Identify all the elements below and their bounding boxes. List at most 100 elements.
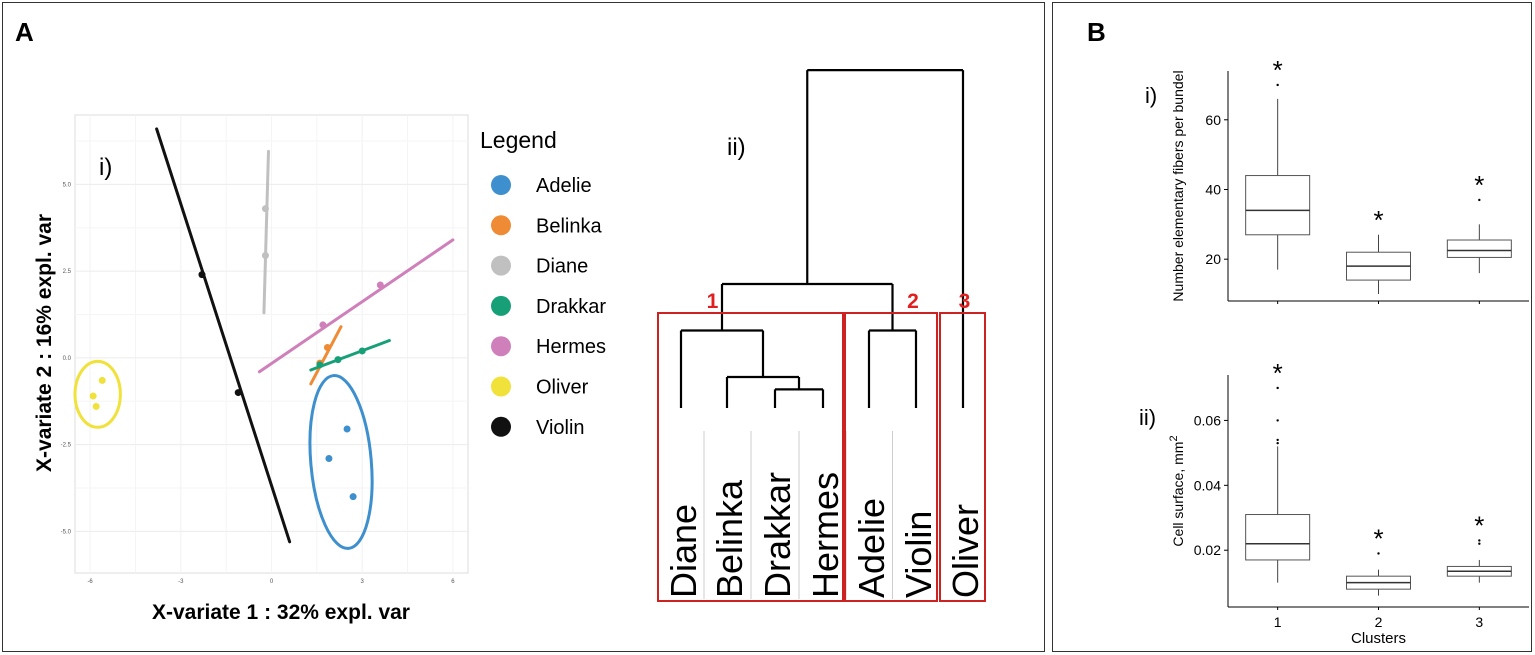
significance-star: * xyxy=(1474,510,1484,540)
legend-label-adelie: Adelie xyxy=(536,175,592,197)
legend-label-hermes: Hermes xyxy=(536,336,606,358)
violin-point xyxy=(198,271,206,279)
drakkar-point xyxy=(316,361,324,369)
legend-swatch-drakkar xyxy=(491,295,511,316)
box-iqr-cluster-1 xyxy=(1245,175,1311,236)
belinka-point xyxy=(323,343,331,351)
y-tick-label: 5.0 xyxy=(63,182,72,188)
legend-label-diane: Diane xyxy=(536,256,588,278)
scatter-points xyxy=(89,205,384,501)
y-tick-label: 0.06 xyxy=(1194,412,1221,428)
adelie-point xyxy=(349,493,357,501)
x-tick-label: -6 xyxy=(87,579,93,585)
dendrogram-cluster-boxes: 1 2 3 xyxy=(657,290,986,602)
leaf-label-drakkar: Drakkar xyxy=(757,472,798,598)
y-tick-label: 20 xyxy=(1205,251,1221,267)
box-outlier xyxy=(1276,419,1279,422)
legend-swatch-belinka xyxy=(491,215,511,236)
hermes-trend-line xyxy=(257,238,455,374)
cluster-label-2: 2 xyxy=(907,290,919,313)
belinka-trend-line xyxy=(309,325,343,386)
x-tick-label: 3 xyxy=(361,579,365,585)
x-tick-label: 2 xyxy=(1375,614,1383,630)
drakkar-point xyxy=(334,356,342,364)
x-tick-label: 3 xyxy=(1475,614,1483,630)
leaf-label-hermes: Hermes xyxy=(805,472,846,598)
box-outlier xyxy=(1377,552,1380,555)
y-tick-label: -5.0 xyxy=(61,529,72,535)
boxplot-y-axis-label: Cell surface, mm2 xyxy=(1168,435,1186,546)
significance-star: * xyxy=(1273,358,1283,388)
oliver-confidence-ellipse xyxy=(73,359,122,429)
y-tick-label: -2.5 xyxy=(61,443,72,449)
legend-title: Legend xyxy=(480,127,557,153)
y-tick-label: 60 xyxy=(1205,112,1221,128)
legend-swatch-hermes xyxy=(491,336,511,357)
box-outlier xyxy=(1478,198,1481,202)
box-outlier xyxy=(1276,83,1279,87)
leaf-label-oliver: Oliver xyxy=(945,504,986,598)
y-tick-label: 0.04 xyxy=(1194,477,1221,493)
leaf-label-adelie: Adelie xyxy=(851,498,892,598)
legend-label-violin: Violin xyxy=(536,417,585,439)
cluster-label-1: 1 xyxy=(707,290,719,313)
scatter-x-axis-label: X-variate 1 : 32% expl. var xyxy=(152,601,410,624)
diane-point xyxy=(261,252,269,260)
legend-swatch-adelie xyxy=(491,175,511,195)
hermes-point xyxy=(376,281,384,289)
boxplot-panel-label: i) xyxy=(1145,83,1157,108)
y-tick-label: 2.5 xyxy=(63,269,72,275)
significance-star: * xyxy=(1273,55,1283,85)
oliver-point xyxy=(98,376,106,384)
drakkar-point xyxy=(358,347,366,355)
legend-label-oliver: Oliver xyxy=(536,377,589,399)
legend-label-belinka: Belinka xyxy=(536,215,602,237)
x-tick-label: -3 xyxy=(178,579,184,585)
dendrogram-branches xyxy=(679,68,965,408)
boxplot-y-axis-label-superscript: 2 xyxy=(1168,435,1180,441)
box-outlier xyxy=(1276,441,1279,445)
violin-trend-line xyxy=(155,127,292,544)
adelie-point xyxy=(343,425,351,433)
boxplot-panel-label: ii) xyxy=(1139,405,1156,430)
legend-label-drakkar: Drakkar xyxy=(536,296,606,318)
box-outlier xyxy=(1478,542,1481,545)
legend: Legend AdelieBelinkaDianeDrakkarHermesOl… xyxy=(480,127,606,439)
hermes-point xyxy=(319,321,327,329)
y-tick-label: 0.02 xyxy=(1194,542,1221,558)
scatter-grid xyxy=(75,115,468,573)
legend-items: AdelieBelinkaDianeDrakkarHermesOliverVio… xyxy=(491,175,606,439)
panel-a-letter: A xyxy=(15,17,34,47)
box-outlier xyxy=(1276,386,1279,390)
y-tick-label: 0.0 xyxy=(63,356,72,362)
dendrogram-panel-label: ii) xyxy=(727,134,746,161)
legend-swatch-oliver xyxy=(491,376,511,397)
significance-star: * xyxy=(1474,170,1484,200)
box-outlier xyxy=(1276,438,1279,442)
x-tick-label: 0 xyxy=(270,579,274,585)
cluster-box-2 xyxy=(844,312,938,602)
significance-star: * xyxy=(1373,205,1383,235)
scatter-y-ticks: 5.0 2.5 0.0 -2.5 -5.0 xyxy=(61,182,72,535)
scatter-panel-label: i) xyxy=(99,154,112,181)
cluster-label-3: 3 xyxy=(959,290,971,313)
oliver-point xyxy=(92,402,100,410)
x-tick-label: 1 xyxy=(1274,614,1282,630)
box-iqr-cluster-3 xyxy=(1446,239,1512,258)
y-tick-label: 40 xyxy=(1205,181,1221,197)
boxplot-cell-surface: 0.020.040.06*1*2*3ii)Cell surface, mm2Cl… xyxy=(1139,358,1529,647)
cluster-box-3 xyxy=(939,312,986,602)
adelie-point xyxy=(325,455,333,462)
drakkar-trend-line xyxy=(309,339,391,372)
box-outlier xyxy=(1478,539,1481,542)
diane-point xyxy=(261,205,269,213)
scatter-series-shapes xyxy=(73,127,455,550)
